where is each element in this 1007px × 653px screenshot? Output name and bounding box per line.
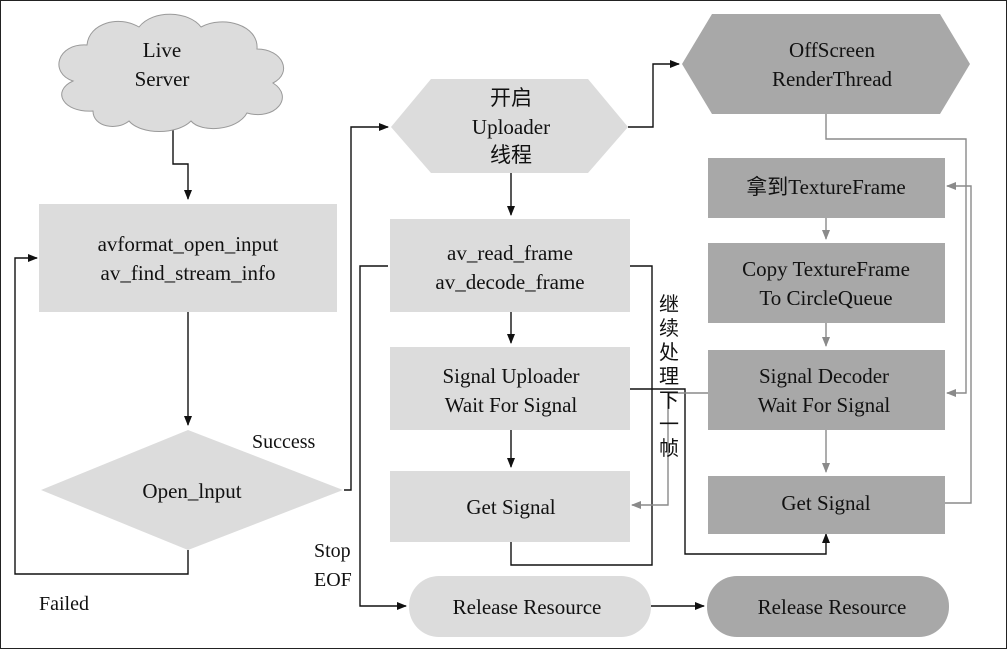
success-label: Success (252, 431, 316, 453)
live-server-label-2: Server (135, 67, 190, 91)
offscreen-label-2: RenderThread (772, 67, 893, 91)
stop-label: Stop (314, 540, 351, 562)
edge-uploader-to-offscreen (628, 60, 680, 128)
offscreen-label-1: OffScreen (789, 38, 875, 62)
read-decode-label-1: av_read_frame (447, 241, 573, 265)
signal-uploader-label-1: Signal Uploader (442, 364, 579, 388)
get-signal-left-box (390, 471, 630, 542)
edge-getsignal-loop (510, 265, 653, 566)
get-signal-right-label: Get Signal (781, 491, 870, 515)
copy-texture-label-2: To CircleQueue (759, 286, 892, 310)
next-frame-char-5: 下 (659, 390, 679, 412)
signal-decoder-box (708, 350, 945, 430)
edge-labels: Success Failed Stop EOF (39, 431, 352, 615)
read-decode-box (390, 219, 630, 312)
eof-label: EOF (314, 569, 352, 591)
signal-decoder-label-2: Wait For Signal (758, 393, 891, 417)
copy-texture-box (708, 243, 945, 323)
shapes (39, 13, 970, 637)
read-decode-label-2: av_decode_frame (435, 270, 584, 294)
next-frame-char-2: 续 (659, 317, 679, 340)
edge-success-to-uploader (344, 123, 389, 491)
release-right-shape (707, 576, 949, 637)
open-input-label-1: avformat_open_input (98, 232, 279, 256)
decision-label: Open_lnput (142, 479, 241, 503)
next-frame-char-7: 帧 (659, 437, 679, 460)
next-frame-char-4: 理 (659, 366, 679, 388)
open-input-box (39, 204, 337, 312)
offscreen-hexagon (682, 14, 970, 114)
release-right-label: Release Resource (758, 595, 907, 619)
edge-offscreen-down (825, 114, 967, 397)
release-left-shape (409, 576, 651, 637)
next-frame-char-6: 一 (659, 414, 679, 436)
node-labels: Live Server avformat_open_input av_find_… (98, 38, 910, 619)
failed-label: Failed (39, 593, 89, 615)
signal-uploader-label-2: Wait For Signal (445, 393, 578, 417)
get-signal-right-box (708, 476, 945, 534)
edge-failed-loop (14, 254, 189, 575)
open-input-label-2: av_find_stream_info (101, 261, 276, 285)
edge-stop-eof (359, 265, 407, 610)
edge-server-to-open (172, 126, 192, 200)
next-frame-label: 继 续 处 理 下 一 帧 (659, 293, 679, 460)
live-server-cloud (58, 13, 285, 132)
release-left-label: Release Resource (453, 595, 602, 619)
start-uploader-label-3: 线程 (490, 143, 532, 167)
next-frame-char-3: 处 (659, 341, 679, 364)
edge-uploader-signal-to-decoder-get (630, 388, 830, 555)
connectors (14, 60, 972, 610)
copy-texture-label-1: Copy TextureFrame (742, 257, 910, 281)
start-uploader-label-2: Uploader (472, 115, 550, 139)
edge-get-loop-to-texture (945, 182, 972, 504)
get-texture-label: 拿到TextureFrame (746, 175, 905, 199)
get-texture-box (708, 158, 945, 218)
edge-decoder-signal-to-left-get (631, 392, 708, 509)
next-frame-char-1: 继 (659, 293, 679, 316)
get-signal-left-label: Get Signal (466, 495, 555, 519)
live-server-label-1: Live (143, 38, 181, 62)
start-uploader-label-1: 开启 (490, 86, 532, 110)
open-input-diamond (41, 430, 343, 550)
signal-uploader-box (390, 347, 630, 430)
signal-decoder-label-1: Signal Decoder (759, 364, 889, 388)
start-uploader-hexagon (391, 79, 628, 173)
